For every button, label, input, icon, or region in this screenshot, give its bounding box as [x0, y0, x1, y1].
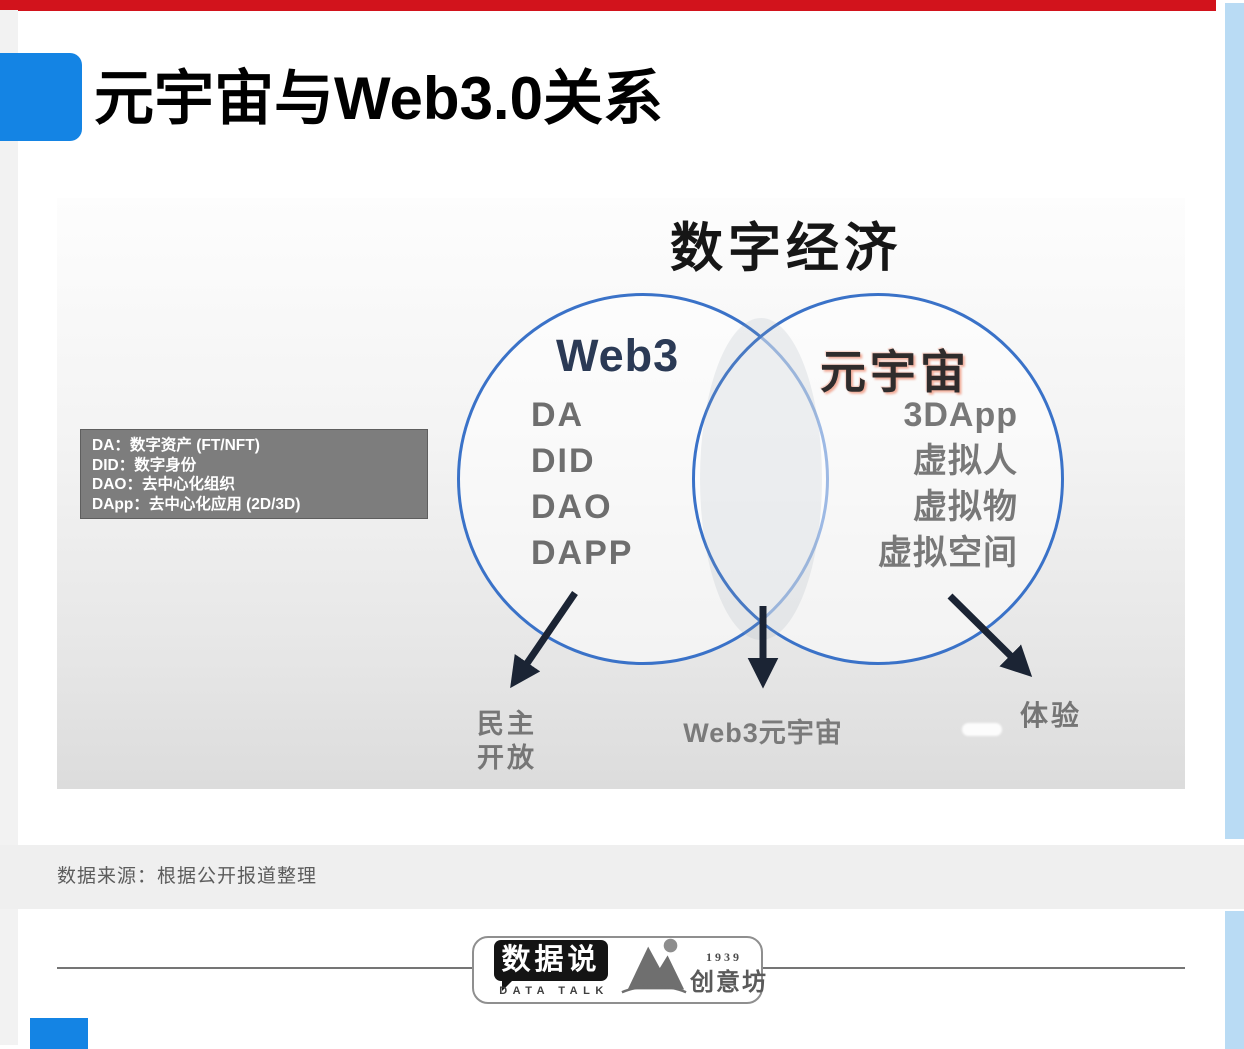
web3-item: DA: [531, 396, 585, 434]
diagram-title: 数字经济: [670, 219, 902, 278]
callout-experience: 体验: [1020, 700, 1083, 731]
chuangyifang-wordmark: 创意坊: [690, 969, 768, 996]
mountain-logo-icon: [621, 938, 687, 994]
web3-item: DAO: [531, 488, 613, 526]
web3-item: DID: [531, 442, 596, 480]
metaverse-item: 虚拟物: [913, 488, 1018, 526]
venn-intersection: [700, 318, 822, 640]
web3-label: Web3: [556, 330, 680, 381]
callout-line: 开放: [477, 743, 537, 773]
title-accent-square: [0, 53, 82, 141]
callout-democracy-open: 民主 开放: [477, 707, 537, 775]
callout-line: 民主: [477, 709, 537, 739]
datatalk-logo-tail: [502, 980, 513, 991]
callout-web3-metaverse: Web3元宇宙: [683, 718, 843, 748]
footer-rule-right: [763, 967, 1185, 969]
right-edge-strip-top: [1225, 3, 1244, 839]
source-band: [0, 845, 1244, 909]
legend-line: DApp：去中心化应用 (2D/3D): [92, 495, 301, 513]
legend-line: DID：数字身份: [92, 456, 197, 474]
legend-line: DAO：去中心化组织: [92, 476, 235, 493]
metaverse-items: 3DApp 虚拟人 虚拟物 虚拟空间: [816, 392, 1018, 576]
metaverse-item: 虚拟空间: [878, 534, 1018, 572]
left-edge-strip: [0, 10, 18, 1045]
metaverse-item: 虚拟人: [913, 442, 1018, 480]
legend-box: DA：数字资产 (FT/NFT) DID：数字身份 DAO：去中心化组织 DAp…: [80, 429, 428, 519]
metaverse-label: 元宇宙: [820, 346, 970, 398]
white-smudge: [962, 723, 1002, 736]
source-note: 数据来源：根据公开报道整理: [57, 866, 318, 887]
top-red-bar: [0, 0, 1216, 11]
year-label: 1939: [706, 950, 742, 964]
right-edge-strip-bottom: [1225, 911, 1244, 1049]
legend-line: DA：数字资产 (FT/NFT): [92, 437, 260, 454]
datatalk-subtitle: DATA TALK: [499, 985, 609, 997]
datatalk-logo: 数据说: [494, 940, 608, 981]
metaverse-item: 3DApp: [903, 396, 1018, 434]
web3-item: DAPP: [531, 534, 634, 572]
page-title: 元宇宙与Web3.0关系: [94, 65, 663, 132]
web3-items: DA DID DAO DAPP: [531, 392, 633, 576]
footer-rule-left: [57, 967, 472, 969]
bottom-left-accent-block: [30, 1018, 88, 1049]
